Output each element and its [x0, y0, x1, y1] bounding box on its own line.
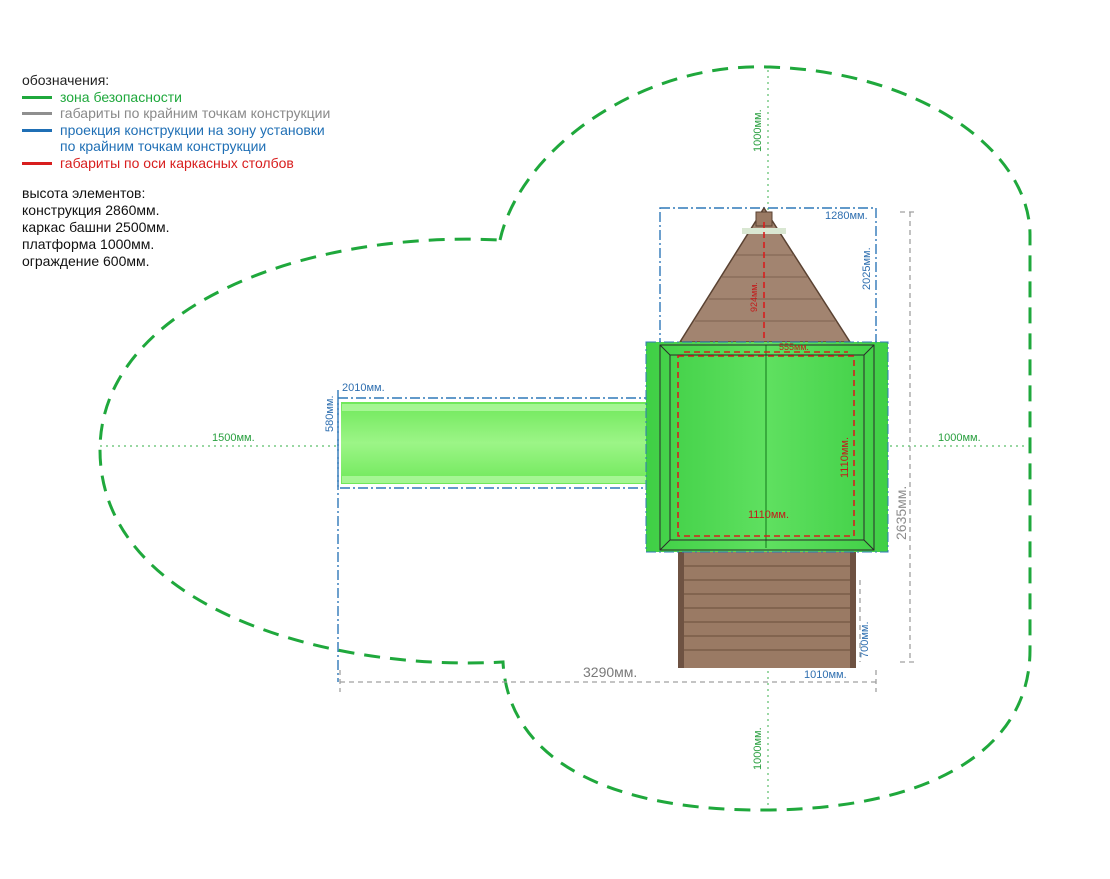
dim-stair-width: 1010мм.	[804, 669, 847, 681]
height-construction: конструкция 2860мм.	[22, 202, 160, 218]
roof	[678, 206, 852, 343]
element-heights: высота элементов: конструкция 2860мм. ка…	[22, 185, 382, 270]
gabarit-lines	[339, 211, 918, 692]
legend-label-axis: габариты по оси каркасных столбов	[60, 154, 294, 171]
slide	[341, 402, 648, 484]
legend-swatch-safety	[22, 95, 52, 99]
dim-safety-right: 1000мм.	[938, 432, 981, 444]
dim-safety-bottom: 1000мм.	[752, 727, 764, 770]
height-platform: платформа 1000мм.	[22, 236, 155, 252]
dim-stair-length: 700мм.	[859, 621, 871, 658]
height-tower-frame: каркас башни 2500мм.	[22, 219, 170, 235]
legend-swatch-projection	[22, 128, 52, 132]
heights-title: высота элементов:	[22, 185, 146, 201]
legend-item-projection: проекция конструкции на зону установки	[22, 122, 382, 139]
dim-roof-width: 555мм.	[779, 342, 809, 352]
platform	[645, 341, 889, 553]
dim-projection-height: 2025мм.	[861, 247, 873, 290]
legend-item-gabarit: габариты по крайним точкам конструкции	[22, 105, 382, 122]
dim-safety-left: 1500мм.	[212, 432, 255, 444]
dim-slide-length: 2010мм.	[342, 382, 385, 394]
legend-label-gabarit: габариты по крайним точкам конструкции	[60, 105, 331, 121]
legend-item-axis: габариты по оси каркасных столбов	[22, 155, 382, 172]
dim-roof-height: 924мм.	[749, 282, 759, 312]
legend-label-projection-line2: по крайним точкам конструкции	[60, 138, 267, 154]
safety-dimension-lines	[100, 70, 1028, 808]
legend-label-safety: зона безопасности	[60, 88, 182, 105]
axis-lines	[677, 222, 855, 537]
legend-title: обозначения:	[22, 72, 110, 88]
dim-projection-width: 1280мм.	[825, 210, 868, 222]
dim-overall-height: 2635мм.	[893, 486, 909, 540]
dim-safety-top: 1000мм.	[752, 109, 764, 152]
legend: обозначения: зона безопасности габариты …	[22, 72, 382, 171]
height-fence: ограждение 600мм.	[22, 253, 150, 269]
dim-axis-width: 1110мм.	[748, 509, 789, 521]
legend-item-safety-zone: зона безопасности	[22, 89, 382, 106]
dim-slide-width: 580мм.	[324, 395, 336, 432]
dim-axis-height: 1110мм.	[839, 437, 851, 478]
legend-swatch-axis	[22, 161, 52, 165]
legend-swatch-gabarit	[22, 112, 52, 115]
legend-label-projection: проекция конструкции на зону установки	[60, 121, 325, 138]
dim-overall-width: 3290мм.	[583, 664, 637, 680]
safety-zone-outline	[98, 65, 1032, 812]
staircase	[678, 552, 856, 668]
